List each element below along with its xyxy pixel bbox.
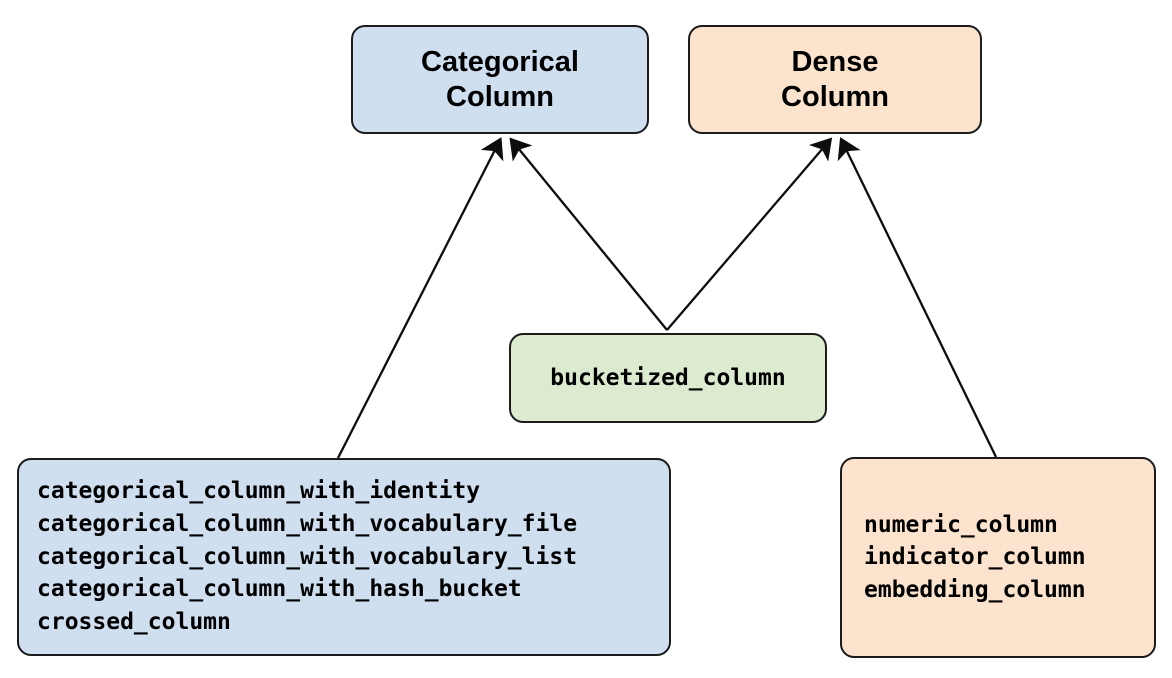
- node-categorical-column[interactable]: Categorical Column: [351, 25, 649, 134]
- list-item: categorical_column_with_hash_bucket: [37, 576, 522, 603]
- node-categorical-column-line-2: Column: [446, 80, 554, 113]
- edge-bucketized-to-categorical-column: [509, 137, 668, 331]
- node-dense-column[interactable]: Dense Column: [688, 25, 982, 134]
- node-dense-column-line-1: Dense: [791, 46, 879, 79]
- edge-categorical-list-to-categorical-column: [336, 137, 504, 459]
- edge-dense-list-to-dense-column: [837, 137, 998, 458]
- edge-bucketized-to-dense-column: [666, 137, 833, 331]
- list-item: embedding_column: [864, 576, 1086, 603]
- list-item: categorical_column_with_identity: [37, 478, 481, 505]
- list-item: crossed_column: [37, 608, 231, 635]
- list-item: categorical_column_with_vocabulary_list: [37, 543, 578, 570]
- list-item: categorical_column_with_vocabulary_file: [37, 511, 578, 538]
- node-categorical-column-constructors[interactable]: categorical_column_with_identity categor…: [17, 458, 671, 656]
- node-dense-column-line-2: Column: [781, 80, 889, 113]
- list-item: indicator_column: [864, 544, 1086, 571]
- list-item: numeric_column: [864, 511, 1058, 538]
- node-bucketized-column-line-1: bucketized_column: [550, 364, 786, 391]
- node-dense-column-constructors[interactable]: numeric_column indicator_column embeddin…: [840, 457, 1156, 658]
- node-bucketized-column[interactable]: bucketized_column: [509, 333, 827, 423]
- node-categorical-column-line-1: Categorical: [421, 46, 579, 79]
